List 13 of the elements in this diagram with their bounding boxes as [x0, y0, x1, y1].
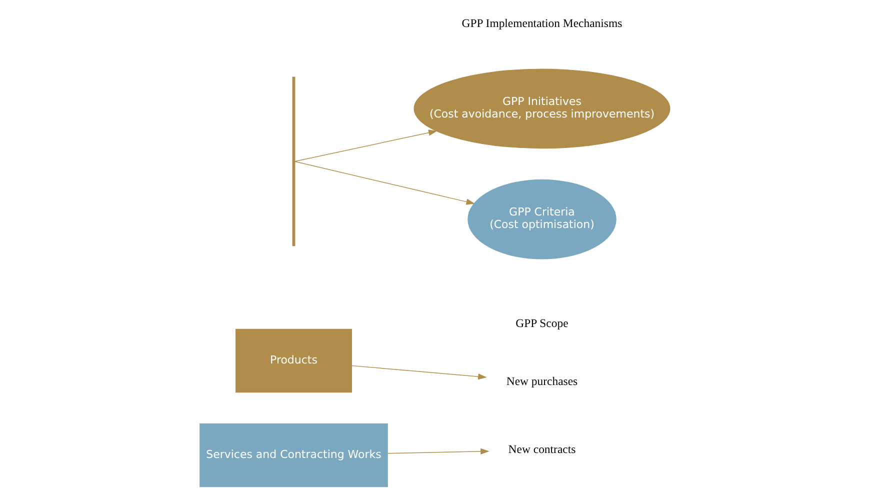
arrow — [294, 161, 476, 205]
arrow — [294, 130, 438, 162]
node-text: New contracts — [508, 442, 576, 456]
node-ellipse: GPP Criteria (Cost optimisation) — [468, 179, 616, 260]
label: GPP Scope — [516, 316, 568, 330]
node-box: Products — [235, 328, 352, 393]
node-text: New purchases — [506, 374, 578, 388]
label: GPP Implementation Mechanisms — [462, 17, 622, 30]
arrow — [351, 365, 487, 380]
node-bar — [292, 76, 296, 246]
node-ellipse: GPP Initiatives (Cost avoidance, process improvements) — [414, 68, 670, 149]
node-box: Services and Contracting Works — [200, 423, 388, 488]
arrow — [387, 448, 490, 455]
